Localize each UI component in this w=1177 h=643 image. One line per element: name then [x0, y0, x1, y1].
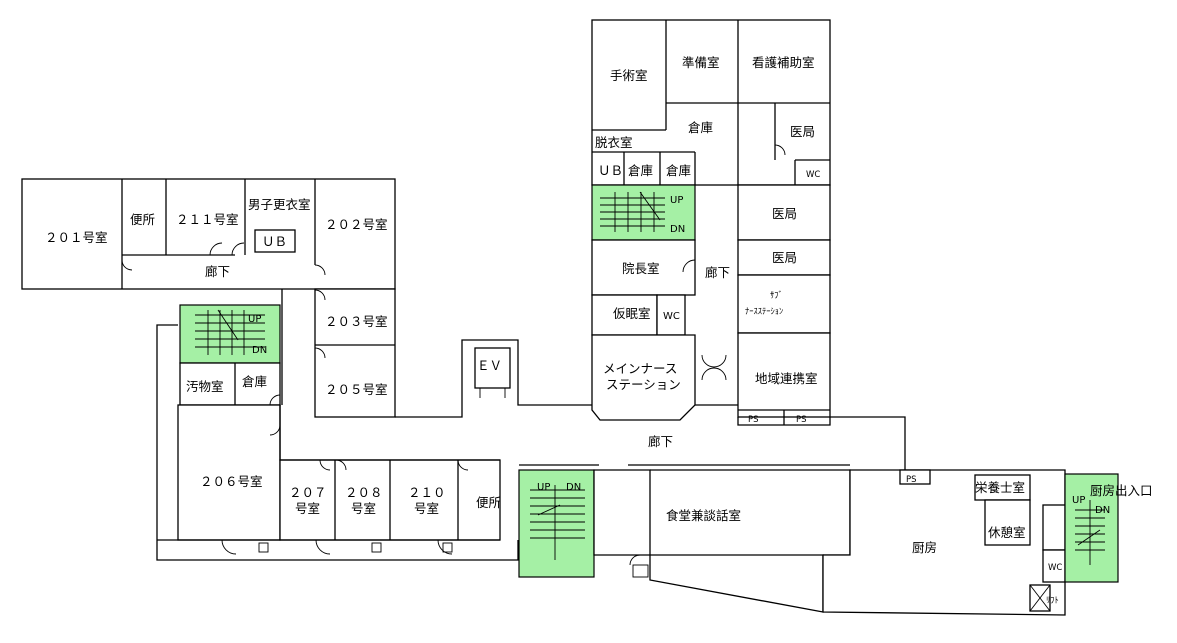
- label-ps1: PS: [748, 415, 759, 425]
- label-sub-b: ﾅｰｽｽﾃｰｼｮﾝ: [745, 307, 783, 317]
- label-benjo1: 便所: [130, 212, 155, 227]
- west-stair-block: [179, 304, 281, 406]
- label-souko4: 倉庫: [666, 163, 691, 178]
- label-iky3: 医局: [772, 250, 797, 265]
- label-main-a: メインナース: [603, 361, 677, 376]
- label-wc3: WC: [1048, 563, 1062, 573]
- label-kamin: 仮眠室: [613, 306, 651, 321]
- label-r208a: ２０８: [345, 485, 383, 500]
- label-r201: ２０１号室: [45, 230, 108, 245]
- label-souko3: 倉庫: [628, 163, 653, 178]
- label-r202: ２０２号室: [325, 217, 388, 232]
- main-corridor: [279, 339, 906, 470]
- label-eiyou: 栄養士室: [975, 480, 1025, 495]
- label-main-b: ステーション: [606, 377, 681, 392]
- label-corridor2: 廊下: [705, 265, 730, 280]
- label-r210a: ２１０: [408, 485, 446, 500]
- label-r203: ２０３号室: [325, 314, 388, 329]
- label-dn-south: DN: [566, 482, 581, 493]
- label-souko1: 倉庫: [242, 374, 267, 389]
- label-lift: ﾘﾌﾄ: [1046, 596, 1059, 606]
- label-iky2: 医局: [772, 206, 797, 221]
- label-ev: ＥＶ: [477, 358, 502, 373]
- label-kango: 看護補助室: [752, 55, 815, 70]
- label-chiiki: 地域連携室: [755, 371, 818, 386]
- label-corridor3: 廊下: [648, 434, 673, 449]
- label-r207a: ２０７: [289, 485, 327, 500]
- label-shokudou: 食堂兼談話室: [666, 508, 741, 523]
- label-wc1: WC: [806, 170, 820, 180]
- label-ps2: PS: [796, 415, 807, 425]
- southeast-block: [518, 469, 1119, 616]
- label-wc2: WC: [663, 311, 680, 322]
- label-r211: ２１１号室: [176, 212, 239, 227]
- label-ps3: PS: [906, 475, 917, 485]
- central-block: [281, 288, 396, 418]
- room-labels: ２０１号室 便所 ２１１号室 男子更衣室 ＵＢ ２０２号室 廊下 ２０３号室 ２…: [45, 55, 1153, 606]
- north-wing: [591, 19, 831, 426]
- label-ub1: ＵＢ: [262, 234, 287, 249]
- label-benjo2: 便所: [476, 495, 501, 510]
- label-dn-kitchen: DN: [1095, 505, 1110, 516]
- label-obutsu: 汚物室: [186, 379, 224, 394]
- label-kyuukei: 休憩室: [988, 525, 1026, 540]
- label-corridor1: 廊下: [205, 264, 230, 279]
- label-chubou: 厨房: [912, 540, 937, 555]
- label-r206: ２０６号室: [200, 474, 263, 489]
- label-ub2: ＵＢ: [598, 163, 623, 178]
- label-datsui: 脱衣室: [595, 135, 633, 150]
- label-shujutsu: 手術室: [610, 68, 648, 83]
- west-wing: [21, 178, 396, 290]
- label-iky1: 医局: [790, 124, 815, 139]
- label-chubou-entrance: 厨房出入口: [1090, 483, 1153, 498]
- label-dn-north: DN: [670, 224, 685, 235]
- label-r207b: 号室: [295, 501, 320, 516]
- label-junbi: 準備室: [682, 55, 720, 70]
- label-dn-west: DN: [252, 345, 267, 356]
- label-souko2: 倉庫: [688, 120, 713, 135]
- southwest-rooms: [156, 324, 519, 561]
- label-up-kitchen: UP: [1072, 495, 1085, 506]
- label-up-west: UP: [248, 314, 261, 325]
- label-inchou: 院長室: [622, 261, 660, 276]
- label-r205: ２０５号室: [325, 382, 388, 397]
- label-up-south: UP: [537, 482, 550, 493]
- label-men-locker: 男子更衣室: [248, 197, 311, 212]
- label-r210b: 号室: [414, 501, 439, 516]
- label-r208b: 号室: [351, 501, 376, 516]
- label-sub-a: ｻﾌﾞ: [770, 291, 783, 301]
- label-up-north: UP: [670, 195, 683, 206]
